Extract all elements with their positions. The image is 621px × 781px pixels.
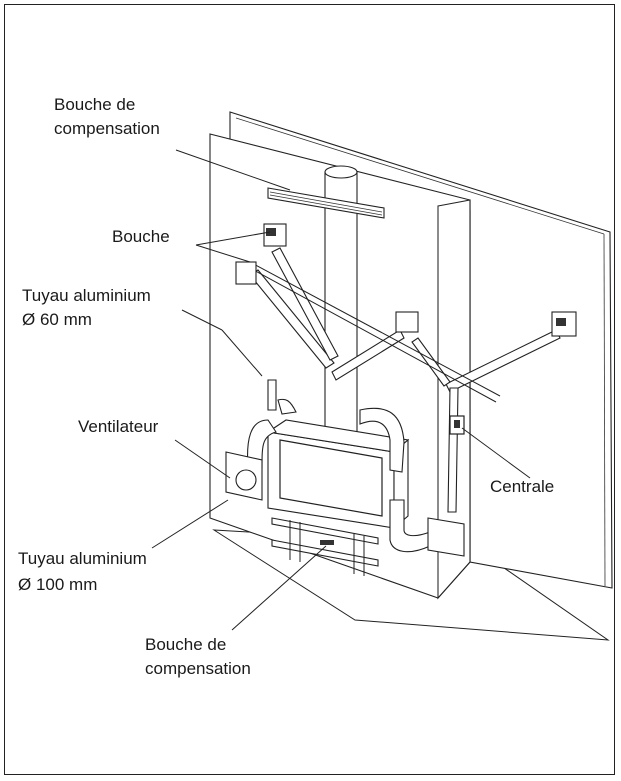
outlet-vents	[235, 223, 577, 337]
back-wall-edge	[603, 233, 606, 587]
label-tuyau100-line2: Ø 100 mm	[18, 575, 97, 594]
small-ducts	[249, 247, 561, 513]
label-centrale: Centrale	[490, 477, 554, 496]
label-ventilateur: Ventilateur	[78, 417, 159, 436]
label-tuyau60-line2: Ø 60 mm	[22, 310, 92, 329]
label-tuyau60-line1: Tuyau aluminium	[22, 286, 151, 305]
flue-pipe-top	[324, 165, 358, 179]
back-wall-edge	[235, 117, 605, 235]
bottom-compensation-grille	[271, 517, 379, 576]
leader-lines	[151, 149, 531, 631]
label-bottom-compensation-line1: Bouche de	[145, 635, 226, 654]
label-top-compensation-line2: compensation	[54, 119, 160, 138]
label-tuyau100-line1: Tuyau aluminium	[18, 549, 147, 568]
fireplace-window	[279, 439, 383, 517]
label-bouche: Bouche	[112, 227, 170, 246]
label-top-compensation-line1: Bouche de	[54, 95, 135, 114]
right-duct-box	[427, 517, 465, 557]
label-bottom-compensation-line2: compensation	[145, 659, 251, 678]
